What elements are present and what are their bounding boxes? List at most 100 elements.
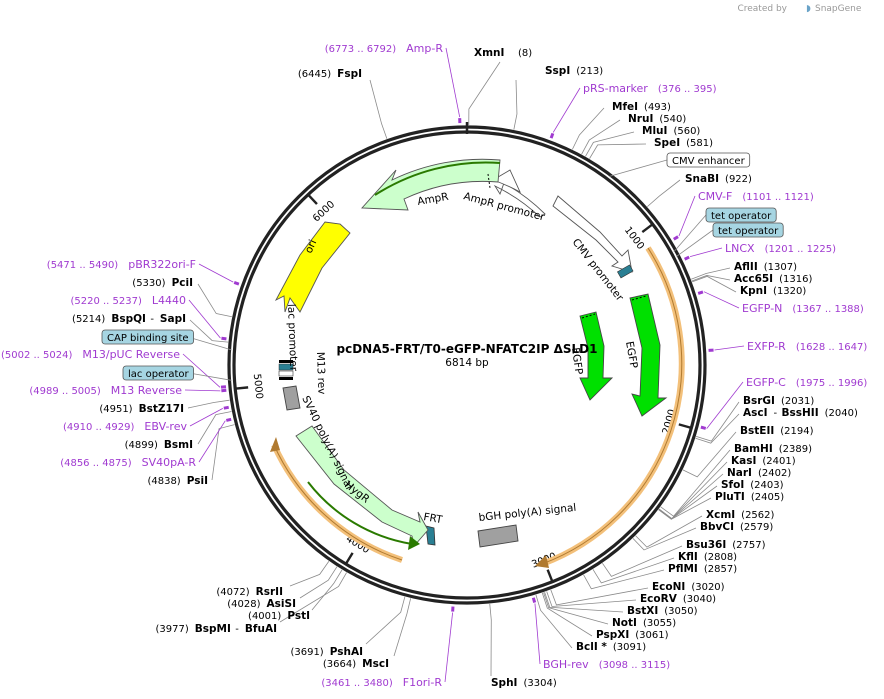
site-name: EcoRV — [640, 593, 678, 605]
feature-box-label: tet operator — [711, 211, 772, 222]
site-bsmi[interactable]: BsmI(4899) — [125, 439, 193, 451]
site-psti[interactable]: PstI(4001) — [248, 610, 310, 622]
site-mfei[interactable]: MfeI(493) — [612, 101, 671, 113]
site-name: MluI — [642, 125, 667, 137]
site-position: (4028) — [227, 599, 260, 610]
site-leader-35 — [289, 561, 330, 587]
site-bstxi[interactable]: BstXI(3050) — [627, 605, 698, 617]
primer-name: EXFP-R — [747, 340, 786, 353]
site-sphi[interactable]: SphI(3304) — [491, 677, 557, 689]
cmv-tet-operator-block — [617, 264, 634, 279]
site-spei[interactable]: SpeI(581) — [654, 137, 713, 149]
feature-label-frt: FRT — [422, 511, 443, 526]
feature-box-tet-operator[interactable]: tet operator — [673, 207, 777, 252]
primer-leader-13 — [188, 299, 221, 339]
primer-egfpc[interactable]: EGFP-C(1975 .. 1996) — [746, 376, 867, 389]
site-bsu36i[interactable]: Bsu36I(2757) — [686, 539, 766, 551]
site-mlui[interactable]: MluI(560) — [642, 125, 700, 137]
site-acc65i[interactable]: Acc65I(1316) — [734, 273, 812, 285]
primer-name: L4440 — [152, 294, 186, 307]
site-pshai[interactable]: PshAI(3691) — [290, 646, 363, 658]
site-sfoi[interactable]: SfoI(2403) — [721, 479, 784, 491]
site-bcli[interactable]: BclI *(3091) — [576, 641, 646, 653]
site-leader-22 — [583, 569, 665, 590]
site-name: BstEII — [740, 425, 774, 437]
site-kpni[interactable]: KpnI(1320) — [740, 285, 806, 297]
site-name: SphI — [491, 677, 517, 689]
feature-box-tet-operator[interactable]: tet operator — [676, 222, 784, 257]
primer-range: (1201 .. 1225) — [765, 244, 837, 255]
site-name: XcmI — [706, 509, 735, 521]
site-sapi[interactable]: SapI-BspQI(5214) — [72, 313, 186, 325]
site-position: (3055) — [643, 618, 676, 629]
site-bsteii[interactable]: BstEII(2194) — [740, 425, 814, 437]
site-bamhi[interactable]: BamHI(2389) — [734, 443, 812, 455]
site-position: (213) — [576, 66, 603, 77]
site-position: (6445) — [298, 69, 331, 80]
site-leader-33 — [311, 569, 343, 611]
site-position: (2579) — [740, 522, 773, 533]
site-sspi[interactable]: SspI(213) — [545, 65, 603, 77]
feature-box-bg — [666, 152, 751, 168]
site-name: XmnI — [474, 47, 504, 59]
site-kasi[interactable]: KasI(2401) — [731, 455, 796, 467]
orf-bars — [270, 246, 685, 568]
feature-label-egfp-inner: EGFP — [569, 347, 585, 376]
site-psii[interactable]: PsiI(4838) — [147, 475, 208, 487]
feature-box-cmv-enhancer[interactable]: CMV enhancer — [608, 152, 751, 177]
site-nrui[interactable]: NruI(540) — [628, 113, 686, 125]
primer-name: CMV-F — [698, 190, 732, 203]
primer-mark-14 — [233, 281, 240, 286]
site-name: BclI * — [576, 641, 607, 653]
site-leader-11 — [695, 413, 740, 444]
site-xcmi[interactable]: XcmI(2562) — [706, 509, 775, 521]
primer-l4440[interactable]: L4440(5220 .. 5237) — [70, 294, 186, 307]
site-bstz17i[interactable]: BstZ17I(4951) — [99, 403, 184, 415]
site-pspxi[interactable]: PspXI(3061) — [596, 629, 669, 641]
site-bfuai[interactable]: BfuAI-BspMI(3977) — [156, 623, 277, 635]
primer-m13reverse[interactable]: M13 Reverse(4989 .. 5005) — [29, 384, 182, 397]
site-nari[interactable]: NarI(2402) — [727, 467, 791, 479]
primer-m13pucreverse[interactable]: M13/pUC Reverse(5002 .. 5024) — [1, 348, 180, 361]
primer-pbr322orif[interactable]: pBR322ori-F(5471 .. 5490) — [47, 258, 196, 271]
primer-prsmarker[interactable]: pRS-marker(376 .. 395) — [583, 82, 717, 95]
site-pflmi[interactable]: PflMI(2857) — [668, 563, 737, 575]
site-kfli[interactable]: KflI(2808) — [678, 551, 737, 563]
site-rsrii[interactable]: RsrII(4072) — [216, 586, 283, 598]
site-econi[interactable]: EcoNI(3020) — [652, 581, 725, 593]
primer-name: EGFP-N — [742, 302, 782, 315]
primer-sv40par[interactable]: SV40pA-R(4856 .. 4875) — [60, 456, 196, 469]
primer-exfpr[interactable]: EXFP-R(1628 .. 1647) — [747, 340, 867, 353]
site-bsrgi[interactable]: BsrGI(2031) — [743, 395, 814, 407]
site-name: BamHI — [734, 443, 773, 455]
site-noti[interactable]: NotI(3055) — [612, 617, 676, 629]
site-pluti[interactable]: PluTI(2405) — [715, 491, 784, 503]
label-leaders — [187, 61, 740, 677]
site-fspi[interactable]: FspI(6445) — [298, 68, 362, 80]
site-pcii[interactable]: PciI(5330) — [132, 277, 193, 289]
site-snabi[interactable]: SnaBI(922) — [685, 173, 752, 185]
primer-egfpn[interactable]: EGFP-N (1367 .. 1388) — [742, 302, 864, 315]
site-asisi[interactable]: AsiSI(4028) — [227, 598, 296, 610]
primer-name: EGFP-C — [746, 376, 786, 389]
feature-box-leader — [188, 372, 232, 381]
feature-box-lac-operator[interactable]: lac operator — [122, 365, 232, 381]
primer-lncx[interactable]: LNCX (1201 .. 1225) — [725, 242, 836, 255]
primer-f1orir[interactable]: F1ori-R(3461 .. 3480) — [321, 676, 442, 689]
primer-mark-10 — [223, 405, 229, 410]
primer-leader-10 — [189, 407, 224, 427]
site-ecorv[interactable]: EcoRV(3040) — [640, 593, 716, 605]
site-msci[interactable]: MscI(3664) — [323, 658, 389, 670]
primer-cmvf[interactable]: CMV-F(1101 .. 1121) — [698, 190, 814, 203]
primer-ampr[interactable]: Amp-R(6773 .. 6792) — [325, 42, 444, 55]
feature-box-cap-binding-site[interactable]: CAP binding site — [101, 329, 232, 351]
primer-range: (1367 .. 1388) — [792, 304, 864, 315]
site-bbvci[interactable]: BbvCI(2579) — [700, 521, 773, 533]
site-xmni[interactable]: XmnI(8) — [474, 47, 532, 59]
primer-name: LNCX — [725, 242, 755, 255]
primer-ebvrev[interactable]: EBV-rev(4910 .. 4929) — [63, 420, 187, 433]
site-aflii[interactable]: AflII(1307) — [734, 261, 797, 273]
primer-bghrev[interactable]: BGH-rev(3098 .. 3115) — [543, 658, 670, 671]
